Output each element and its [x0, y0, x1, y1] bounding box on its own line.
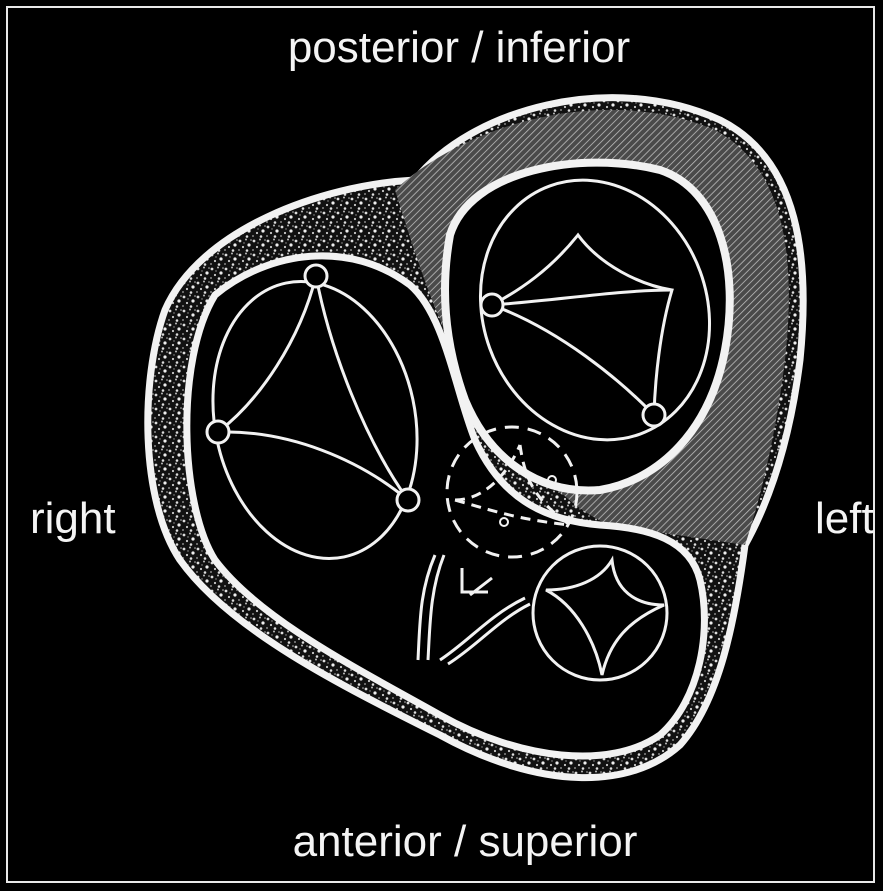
mitral-annulus	[445, 163, 730, 491]
label-bottom: anterior / superior	[0, 820, 883, 864]
label-left: right	[30, 497, 116, 541]
commissure-marker	[207, 421, 229, 443]
commissure-marker	[305, 265, 327, 287]
label-right: left	[815, 497, 874, 541]
commissure-marker	[397, 489, 419, 511]
label-top: posterior / inferior	[0, 26, 883, 70]
commissure-marker	[481, 294, 503, 316]
commissure-marker	[643, 404, 665, 426]
